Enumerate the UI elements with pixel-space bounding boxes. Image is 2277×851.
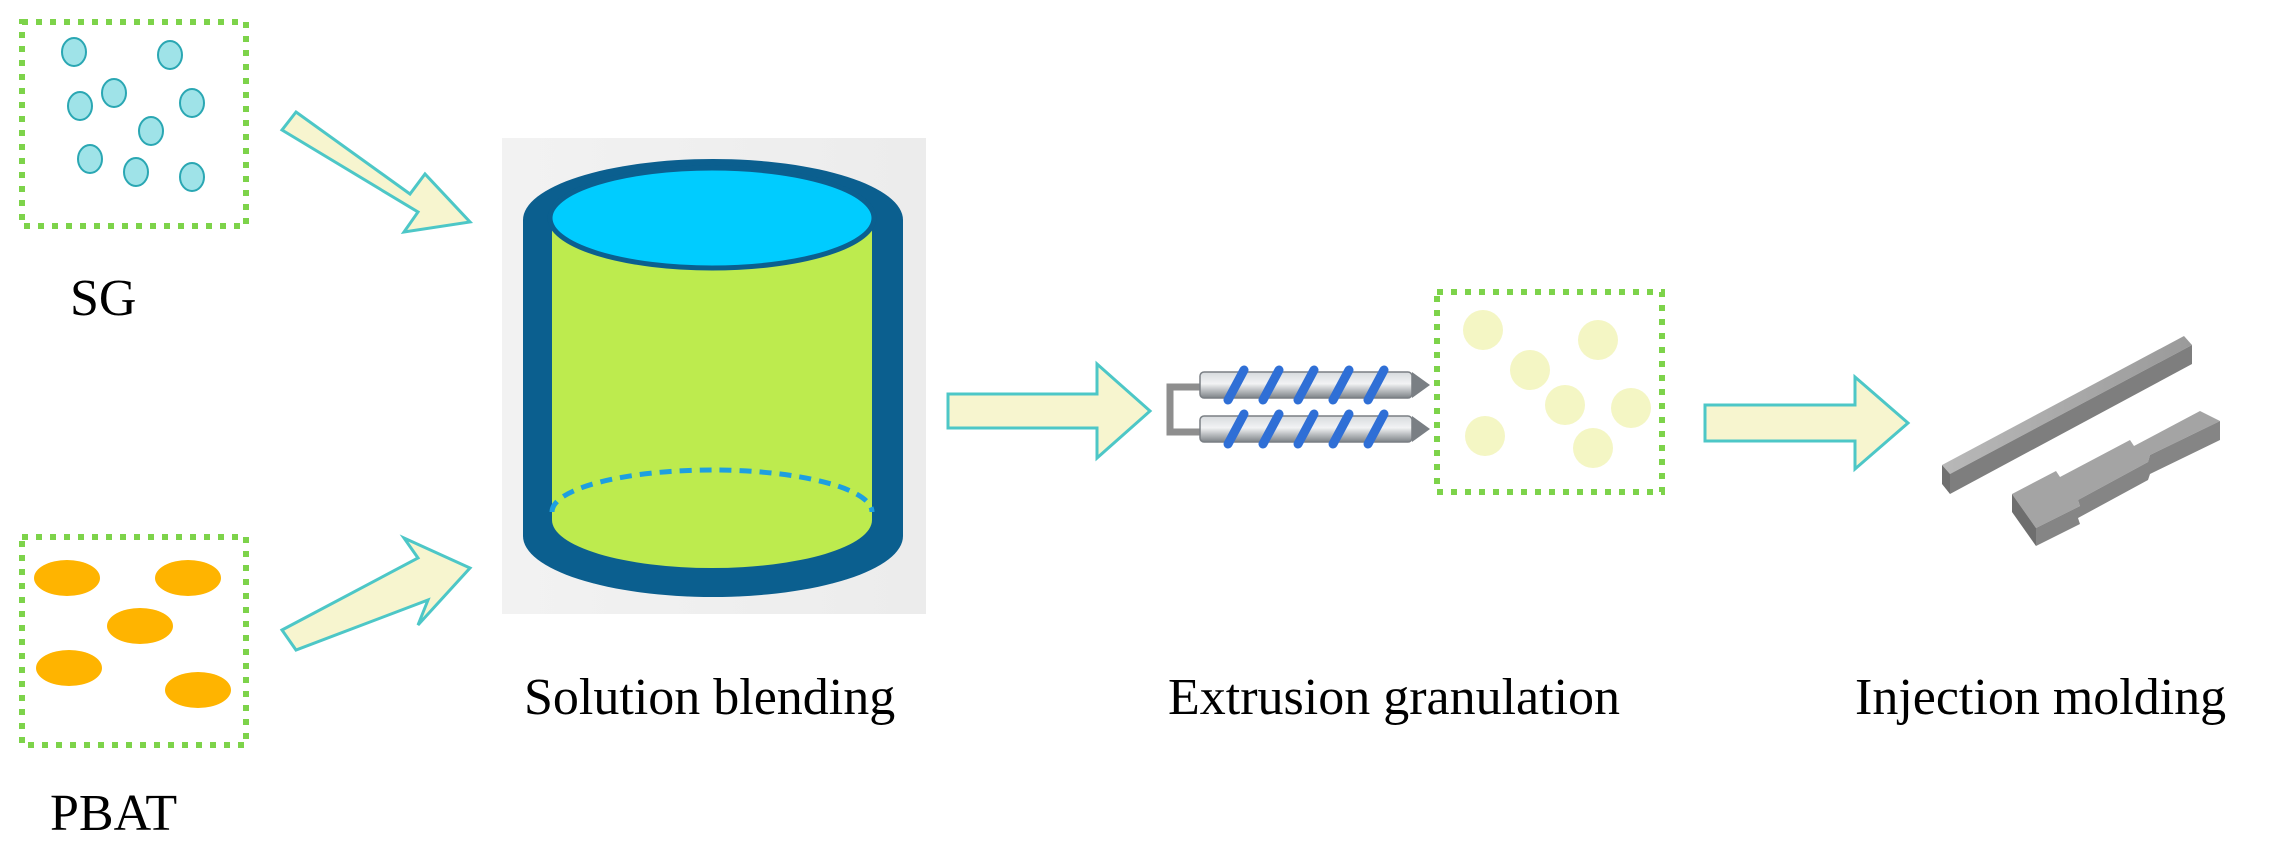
sg-particles [61, 37, 205, 192]
arrow-tank-to-extruder [946, 360, 1153, 462]
label-pbat: PBAT [50, 785, 178, 842]
pbat-particles-box [19, 534, 249, 748]
flow-arrows [279, 109, 1911, 652]
sg-particles-box [19, 19, 249, 229]
molded-specimens-icon [1942, 336, 2220, 546]
arrow-pbat-to-tank [279, 534, 473, 652]
label-sg: SG [70, 270, 137, 327]
blending-tank-icon [502, 138, 926, 614]
label-extrusion-granulation: Extrusion granulation [1168, 669, 1621, 726]
screw-flights [1223, 365, 1389, 449]
pbat-particles [34, 560, 231, 708]
label-injection-molding: Injection molding [1855, 669, 2227, 726]
arrow-pellets-to-molding [1703, 373, 1911, 473]
twin-screw-extruder-icon [1166, 365, 1430, 449]
arrow-sg-to-tank [279, 109, 474, 235]
label-solution-blending: Solution blending [524, 669, 896, 726]
pellets-box [1434, 289, 1665, 495]
pellets [1463, 310, 1651, 468]
